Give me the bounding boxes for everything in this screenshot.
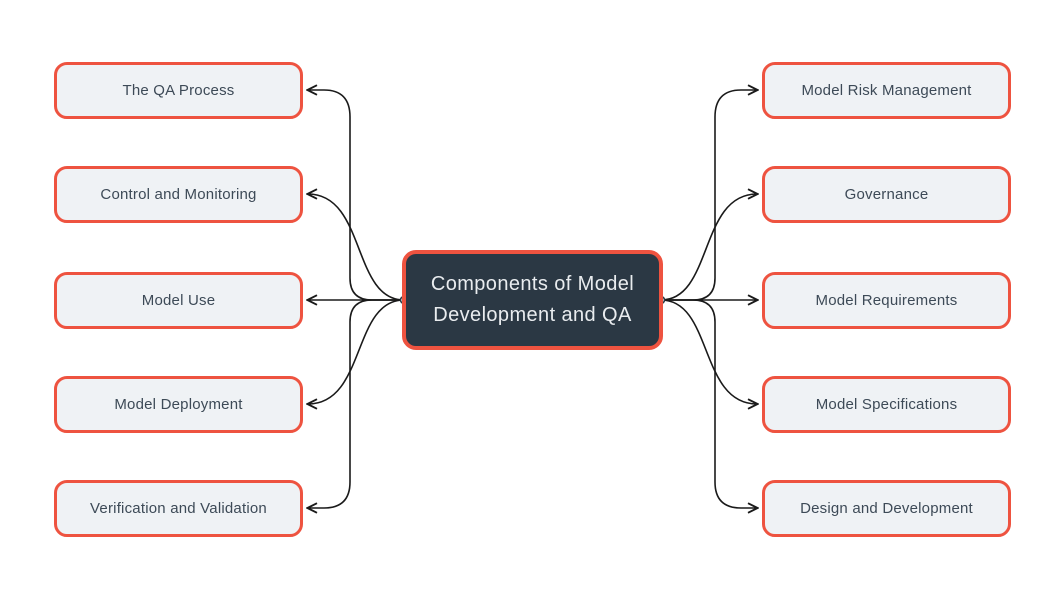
edge-center-to-control-monitoring <box>308 194 405 301</box>
node-model-specifications[interactable]: Model Specifications <box>762 375 1011 433</box>
node-verification-and-validation[interactable]: Verification and Validation <box>54 479 303 537</box>
node-label: Design and Development <box>800 499 973 517</box>
node-control-and-monitoring[interactable]: Control and Monitoring <box>54 165 303 223</box>
node-model-deployment[interactable]: Model Deployment <box>54 375 303 433</box>
node-qa-process[interactable]: The QA Process <box>54 61 303 119</box>
node-label: Model Deployment <box>114 395 243 413</box>
node-governance[interactable]: Governance <box>762 165 1011 223</box>
edge-center-to-model-deployment <box>308 299 405 404</box>
node-label: Model Requirements <box>815 291 958 309</box>
node-label: Model Risk Management <box>801 81 972 99</box>
edge-center-to-verification-validation <box>308 299 404 508</box>
node-label: Model Specifications <box>815 395 958 413</box>
node-model-use[interactable]: Model Use <box>54 271 303 329</box>
edge-center-to-qa-process <box>308 90 404 301</box>
central-topic-node[interactable]: Components of Model Development and QA <box>402 250 663 350</box>
node-label: The QA Process <box>122 81 235 99</box>
edge-center-to-model-specifications <box>660 299 757 404</box>
node-label: Governance <box>844 185 929 203</box>
node-model-requirements[interactable]: Model Requirements <box>762 271 1011 329</box>
edge-center-to-design-development <box>661 299 757 508</box>
node-model-risk-management[interactable]: Model Risk Management <box>762 61 1011 119</box>
node-label: Control and Monitoring <box>100 185 257 203</box>
node-label: Verification and Validation <box>90 499 267 517</box>
node-label: Model Use <box>141 291 216 309</box>
edge-center-to-model-risk-management <box>661 90 757 301</box>
node-design-and-development[interactable]: Design and Development <box>762 479 1011 537</box>
central-topic-label: Components of Model Development and QA <box>430 273 635 326</box>
edge-center-to-governance <box>660 194 757 301</box>
